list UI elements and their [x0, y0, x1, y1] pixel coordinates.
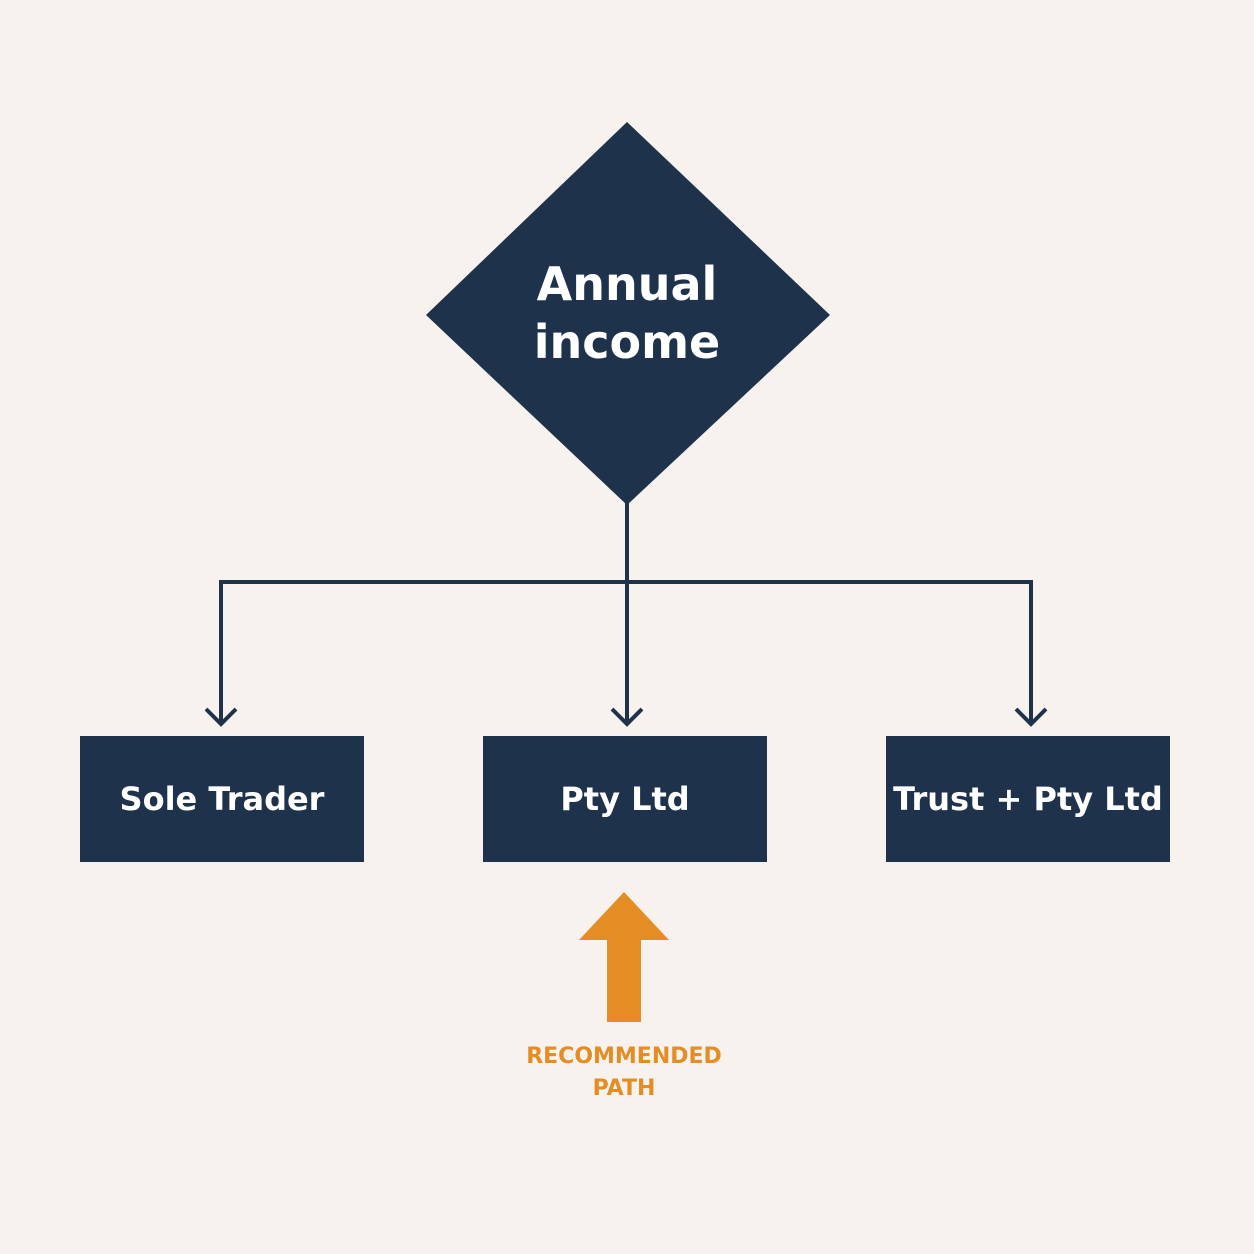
arrowhead-right [1014, 707, 1048, 727]
option-sole-trader: Sole Trader [80, 736, 364, 862]
recommended-arrow [579, 892, 669, 1022]
arrowhead-left [204, 707, 238, 727]
option-pty-ltd: Pty Ltd [483, 736, 767, 862]
option-trust-pty-ltd: Trust + Pty Ltd [886, 736, 1170, 862]
decision-label-line2: income [533, 315, 721, 369]
decision-diamond [426, 122, 830, 505]
connector-branch-right [627, 580, 1033, 722]
decision-label-line1: Annual [536, 257, 718, 311]
connector-branch-left [219, 580, 627, 722]
recommended-path-label: RECOMMENDED PATH [474, 1041, 774, 1105]
recommended-path-line1: RECOMMENDED [526, 1044, 722, 1069]
recommended-path-line2: PATH [592, 1076, 656, 1101]
arrowhead-middle [610, 707, 644, 727]
decision-label: Annual income [477, 255, 777, 371]
